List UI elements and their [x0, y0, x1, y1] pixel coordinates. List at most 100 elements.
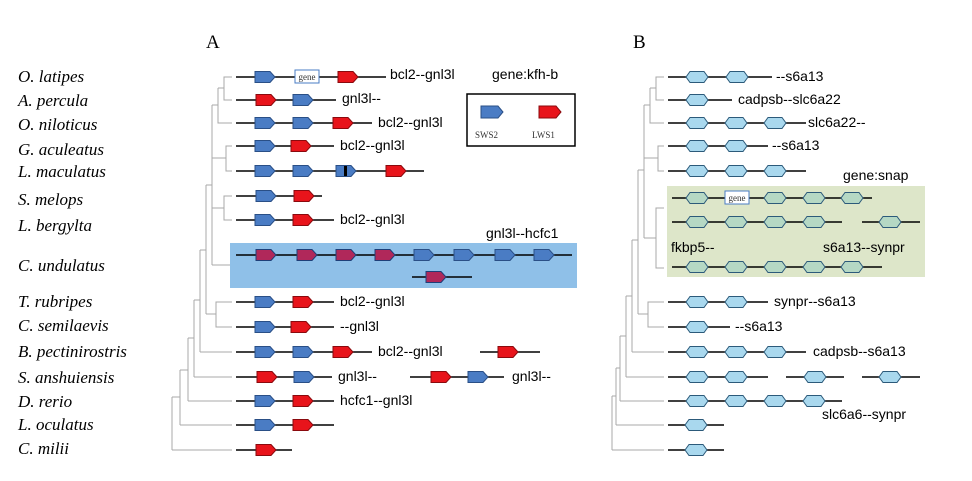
kfh-gene-label: gene	[299, 72, 316, 82]
slc6-gene-arrow	[685, 140, 709, 152]
lws1-gene-arrow	[332, 346, 354, 358]
lws1-gene-arrow	[292, 419, 314, 431]
flank-label: synpr--s6a13	[774, 293, 856, 309]
flank-label: hcfc1--gnl3l	[340, 392, 412, 408]
species-label: T. rubripes	[18, 292, 93, 311]
sws2-gene-arrow	[254, 71, 276, 83]
sws2-gene-arrow	[494, 249, 516, 261]
lws1-gene-arrow	[293, 190, 315, 202]
slc6-gene-arrow	[685, 117, 709, 129]
flank-label: bcl2--gnl3l	[340, 293, 405, 309]
species-label: S. melops	[18, 190, 84, 209]
sws2-gene-arrow	[292, 117, 314, 129]
sws2-gene-arrow	[254, 346, 276, 358]
slc6-gene-arrow	[763, 117, 787, 129]
flank-label: --s6a13	[735, 318, 783, 334]
slc6-gene-arrow	[724, 140, 748, 152]
flank-label: cadpsb--s6a13	[813, 343, 906, 359]
pseudogene-mark	[344, 166, 347, 176]
snap-gene-arrow	[802, 192, 826, 204]
sws2-gene-arrow	[293, 371, 315, 383]
slc6-gene-arrow	[684, 444, 708, 456]
snap-gene-arrow	[802, 216, 826, 228]
flank-label: --s6a13	[772, 137, 820, 153]
slc6-gene-arrow	[724, 371, 748, 383]
lws1-gene-arrow	[385, 165, 407, 177]
slc6-gene-arrow	[685, 395, 709, 407]
flank-label: --gnl3l	[340, 318, 379, 334]
lws1-gene-arrow	[332, 117, 354, 129]
snap-gene-arrow	[840, 261, 864, 273]
snap-gene-arrow	[685, 216, 709, 228]
lws1-gene-arrow	[290, 140, 312, 152]
slc6-gene-arrow	[685, 346, 709, 358]
lws1-gene-arrow	[255, 94, 277, 106]
sws2-gene-arrow	[254, 214, 276, 226]
lws1-gene-arrow	[337, 71, 359, 83]
lws1-gene-arrow	[290, 321, 312, 333]
legend-sws2-label: SWS2	[475, 130, 498, 140]
lws1-gene-arrow	[292, 214, 314, 226]
sws2-gene-arrow	[292, 94, 314, 106]
lws1-gene-arrow	[430, 371, 452, 383]
gene-arrows: gene gene	[254, 69, 902, 456]
lws1-gene-arrow	[255, 444, 277, 456]
snap-gene-arrow	[724, 261, 748, 273]
panel-b-labels: --s6a13 cadpsb--slc6a22 slc6a22-- --s6a1…	[671, 68, 909, 422]
species-label: G. aculeatus	[18, 140, 104, 159]
slc6-gene-arrow	[802, 395, 826, 407]
species-label: B. pectinirostris	[18, 342, 127, 361]
kfh-gene-box	[294, 69, 320, 84]
slc6-gene-arrow	[878, 371, 902, 383]
lws1-gene-arrow	[292, 296, 314, 308]
sws2-gene-arrow	[255, 249, 277, 261]
species-label: C. undulatus	[18, 256, 105, 275]
slc6-gene-arrow	[725, 71, 749, 83]
lws1-gene-arrow	[292, 395, 314, 407]
sws2-gene-arrow	[453, 249, 475, 261]
sws2-gene-arrow	[335, 249, 357, 261]
slc6-gene-arrow	[724, 346, 748, 358]
sws2-gene-arrow	[254, 165, 276, 177]
snap-gene-arrow	[840, 192, 864, 204]
species-label: O. niloticus	[18, 115, 98, 134]
sws2-gene-arrow	[254, 140, 276, 152]
sws2-gene-arrow	[467, 371, 489, 383]
sws2-gene-arrow	[413, 249, 435, 261]
snap-gene-arrow	[763, 192, 787, 204]
panel-b-letter: B	[633, 32, 646, 53]
slc6-gene-arrow	[684, 419, 708, 431]
flank-label: gnl3l--	[512, 368, 551, 384]
snap-gene-label: gene:snap	[843, 167, 909, 183]
flank-label: cadpsb--slc6a22	[738, 91, 841, 107]
legend-box	[466, 93, 576, 147]
tree-b	[611, 76, 664, 451]
tree-a	[171, 76, 232, 451]
slc6-gene-arrow	[724, 165, 748, 177]
snap-gene-label: gene	[729, 193, 746, 203]
legend: SWS2 LWS1	[466, 93, 576, 147]
flank-label: bcl2--gnl3l	[378, 343, 443, 359]
species-label: L. maculatus	[17, 162, 106, 181]
flank-label: --s6a13	[776, 68, 824, 84]
slc6-gene-arrow	[685, 371, 709, 383]
slc6-gene-arrow	[763, 395, 787, 407]
sws2-gene-arrow	[254, 419, 276, 431]
snap-gene-box	[724, 190, 750, 205]
snap-gene-arrow	[685, 261, 709, 273]
slc6-gene-arrow	[803, 371, 827, 383]
slc6-gene-arrow	[685, 321, 709, 333]
species-label: D. rerio	[17, 392, 72, 411]
sws2-gene-arrow	[254, 117, 276, 129]
lws1-gene-arrow	[497, 346, 519, 358]
sws2-gene-arrow	[254, 296, 276, 308]
species-label: C. milii	[18, 439, 69, 458]
species-label: L. oculatus	[17, 415, 94, 434]
flank-label: fkbp5--	[671, 239, 715, 255]
sws2-gene-arrow	[425, 271, 447, 283]
species-label: A. percula	[17, 91, 88, 110]
snap-gene-arrow	[724, 216, 748, 228]
highlight-band-green	[667, 186, 925, 277]
slc6-gene-arrow	[685, 94, 709, 106]
